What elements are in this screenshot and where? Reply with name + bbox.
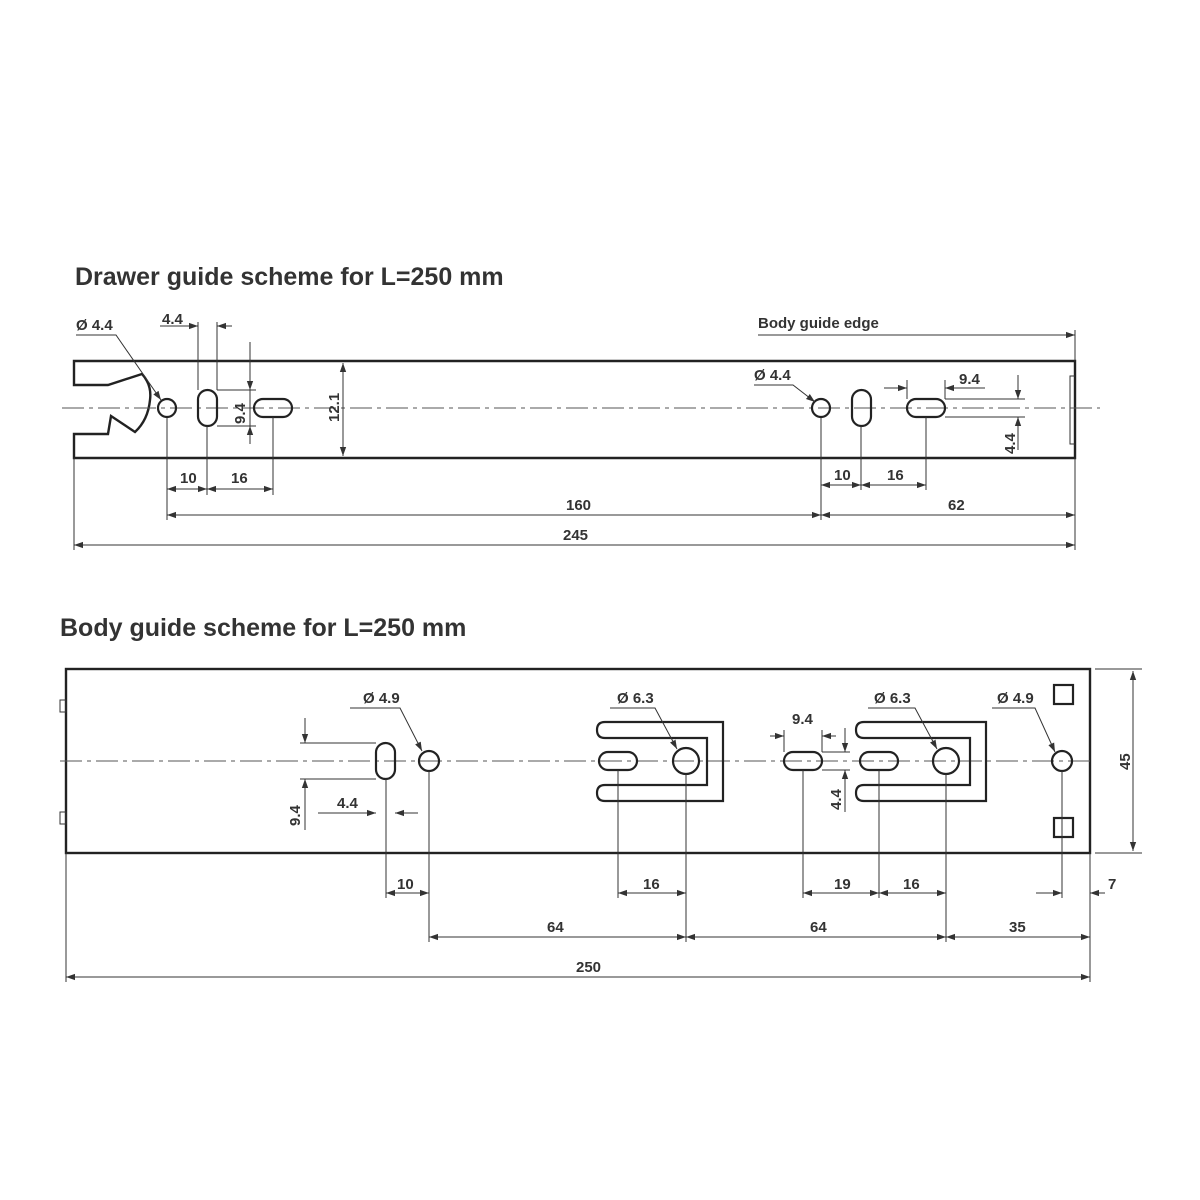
body-dim-10: 10 [397, 876, 414, 893]
drawer-hole-dia-right-leader [754, 384, 816, 403]
body-u-cutout-right [854, 720, 988, 803]
drawer-guide-scheme: Drawer guide scheme for L=250 mm Ø 4.4 4… [62, 263, 1100, 550]
body-square-top [1052, 683, 1075, 706]
drawer-guide-title: Drawer guide scheme for L=250 mm [75, 263, 504, 291]
body-dim-7: 7 [1108, 876, 1116, 893]
body-dim-19: 19 [834, 876, 851, 893]
drawer-right-slot-length-label: 9.4 [959, 371, 981, 388]
body-square-bottom [1052, 816, 1075, 839]
drawer-dim-16-left: 16 [231, 470, 248, 487]
drawer-height-label: 12.1 [326, 393, 343, 422]
drawer-slot-length-label: 9.4 [232, 402, 249, 424]
body-dim-35: 35 [1009, 919, 1026, 936]
body-slot-length-label: 9.4 [287, 804, 304, 826]
drawer-guide-profile [72, 359, 1077, 460]
body-dia-4-label: Ø 4.9 [997, 690, 1034, 707]
drawer-round-hole-left [156, 397, 178, 419]
drawer-dim-10-right: 10 [834, 467, 851, 484]
drawer-hole-dia-right-label: Ø 4.4 [754, 367, 791, 384]
body-guide-scheme: Body guide scheme for L=250 mm Ø 4.9 Ø 6… [59, 614, 1142, 982]
body-dim-16-right: 16 [903, 876, 920, 893]
body-guide-title: Body guide scheme for L=250 mm [60, 614, 466, 642]
body-slot-width-label: 4.4 [337, 795, 359, 812]
body-guide-left-tab-bottom [59, 811, 67, 825]
body-dia-1-label: Ø 4.9 [363, 690, 400, 707]
drawer-hole-dia-leader [76, 334, 162, 401]
body-slot-length-2-label: 9.4 [792, 711, 814, 728]
body-dim-250: 250 [576, 959, 601, 976]
drawer-round-hole-right [810, 397, 832, 419]
drawer-slot-width-label: 4.4 [162, 311, 184, 328]
body-u-cutout-left [595, 720, 725, 803]
body-dim-16-left: 16 [643, 876, 660, 893]
body-guide-left-tab-top [59, 699, 67, 713]
drawer-dim-160: 160 [566, 497, 591, 514]
drawer-right-slot-width-label: 4.4 [1002, 432, 1019, 454]
drawer-dim-10-left: 10 [180, 470, 197, 487]
body-dim-64-right: 64 [810, 919, 827, 936]
drawer-guide-end-step [1069, 375, 1075, 445]
body-dia-3-label: Ø 6.3 [874, 690, 911, 707]
body-slot-width-2-label: 4.4 [828, 788, 845, 810]
drawer-dim-245: 245 [563, 527, 588, 544]
drawer-hole-dia-label: Ø 4.4 [76, 317, 113, 334]
body-height-label: 45 [1117, 753, 1134, 770]
body-dia-2-label: Ø 6.3 [617, 690, 654, 707]
drawer-dim-16-right: 16 [887, 467, 904, 484]
body-dim-64-left: 64 [547, 919, 564, 936]
drawer-dim-62: 62 [948, 497, 965, 514]
body-guide-edge-label: Body guide edge [758, 315, 879, 332]
